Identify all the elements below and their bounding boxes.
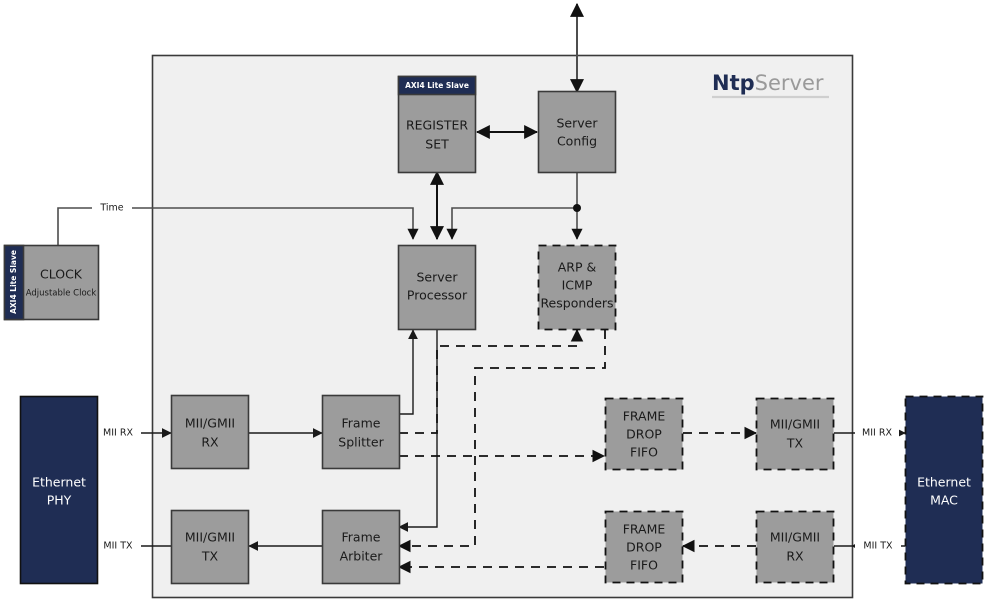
fifo-top-line3: FIFO bbox=[630, 445, 658, 460]
ntpserver-container bbox=[151, 54, 854, 599]
wire-serverprocessor-to-framearbiter bbox=[398, 330, 438, 532]
fifo-bottom-line2: DROP bbox=[626, 540, 662, 555]
mii-rx-left-line2: RX bbox=[201, 435, 219, 450]
label-bg-miitx-left bbox=[95, 538, 141, 554]
logo-light-text: Server bbox=[755, 71, 824, 95]
block-server-config[interactable]: Server Config bbox=[537, 90, 617, 174]
clock-sublabel: Adjustable Clock bbox=[26, 289, 97, 299]
block-mii-gmii-rx-left[interactable]: MII/GMII RX bbox=[170, 394, 250, 470]
label-bg-miirx-left bbox=[95, 425, 141, 441]
frame-arbiter-line2: Arbiter bbox=[340, 549, 384, 564]
clock-label: CLOCK bbox=[40, 267, 83, 282]
arp-line1: ARP & bbox=[558, 260, 597, 275]
block-mii-gmii-tx-left[interactable]: MII/GMII TX bbox=[170, 509, 250, 585]
block-frame-drop-fifo-bottom[interactable]: FRAME DROP FIFO bbox=[604, 510, 684, 584]
register-set-header: AXI4 Lite Slave bbox=[405, 81, 469, 90]
junction-dot-serverconfig bbox=[573, 204, 581, 212]
label-bg-miirx-right bbox=[855, 425, 899, 441]
svg-text:NtpServer: NtpServer bbox=[712, 71, 824, 95]
frame-arbiter-line1: Frame bbox=[342, 530, 381, 545]
mii-tx-left-line1: MII/GMII bbox=[185, 530, 235, 545]
wire-framesplitter-to-serverprocessor bbox=[399, 329, 418, 415]
fifo-top-line2: DROP bbox=[626, 427, 662, 442]
wire-label-mii-rx-right: MII RX bbox=[862, 428, 892, 439]
wire-serverconfig-to-serverprocessor bbox=[446, 207, 577, 240]
block-frame-drop-fifo-top[interactable]: FRAME DROP FIFO bbox=[604, 397, 684, 471]
server-processor-line1: Server bbox=[417, 270, 459, 285]
arp-line2: ICMP bbox=[562, 278, 593, 293]
server-config-line2: Config bbox=[557, 134, 597, 149]
ethernet-phy-line2: PHY bbox=[47, 493, 72, 508]
ethernet-phy-line1: Ethernet bbox=[32, 475, 86, 490]
wire-label-mii-tx-right: MII TX bbox=[863, 541, 893, 552]
register-set-line2: SET bbox=[425, 137, 449, 152]
server-config-line1: Server bbox=[557, 116, 599, 131]
label-bg-time bbox=[92, 200, 132, 216]
fifo-bottom-line1: FRAME bbox=[623, 522, 666, 537]
mii-tx-right-line2: TX bbox=[786, 436, 804, 451]
block-clock[interactable]: AXI4 Lite Slave CLOCK Adjustable Clock bbox=[3, 244, 100, 321]
mii-rx-right-line2: RX bbox=[786, 549, 804, 564]
arp-line3: Responders bbox=[540, 296, 613, 311]
logo-bold-text: Ntp bbox=[712, 71, 755, 95]
ethernet-mac-line1: Ethernet bbox=[917, 475, 971, 490]
wire-time-clock-to-serverprocessor bbox=[57, 207, 419, 245]
frame-splitter-line1: Frame bbox=[342, 416, 381, 431]
label-bg-miitx-right bbox=[855, 538, 901, 554]
block-mii-gmii-rx-right[interactable]: MII/GMII RX bbox=[755, 510, 835, 584]
block-arp-icmp-responders[interactable]: ARP & ICMP Responders bbox=[537, 244, 617, 331]
mii-rx-right-line1: MII/GMII bbox=[770, 530, 820, 545]
block-ethernet-phy[interactable]: Ethernet PHY bbox=[19, 395, 99, 585]
ntpserver-logo: NtpServer bbox=[712, 71, 829, 99]
mii-tx-left-line2: TX bbox=[201, 549, 219, 564]
ethernet-mac-line2: MAC bbox=[930, 493, 958, 508]
fifo-top-line1: FRAME bbox=[623, 409, 666, 424]
wire-label-mii-tx-left: MII TX bbox=[103, 541, 133, 552]
block-register-set[interactable]: AXI4 Lite Slave REGISTER SET bbox=[397, 75, 477, 174]
mii-rx-left-line1: MII/GMII bbox=[185, 416, 235, 431]
mii-tx-right-line1: MII/GMII bbox=[770, 417, 820, 432]
wire-label-time: Time bbox=[99, 203, 123, 214]
server-processor-line2: Processor bbox=[407, 288, 468, 303]
frame-splitter-line2: Splitter bbox=[338, 435, 384, 450]
block-frame-arbiter[interactable]: Frame Arbiter bbox=[321, 509, 401, 585]
wire-arp-to-framearbiter bbox=[397, 330, 606, 553]
wire-label-mii-rx-left: MII RX bbox=[103, 428, 133, 439]
register-set-line1: REGISTER bbox=[406, 118, 468, 133]
block-ethernet-mac[interactable]: Ethernet MAC bbox=[904, 395, 984, 585]
block-mii-gmii-tx-right[interactable]: MII/GMII TX bbox=[755, 397, 835, 471]
fifo-bottom-line3: FIFO bbox=[630, 558, 658, 573]
block-server-processor[interactable]: Server Processor bbox=[397, 244, 477, 331]
clock-sidebar-label: AXI4 Lite Slave bbox=[9, 250, 18, 314]
block-frame-splitter[interactable]: Frame Splitter bbox=[321, 394, 401, 470]
